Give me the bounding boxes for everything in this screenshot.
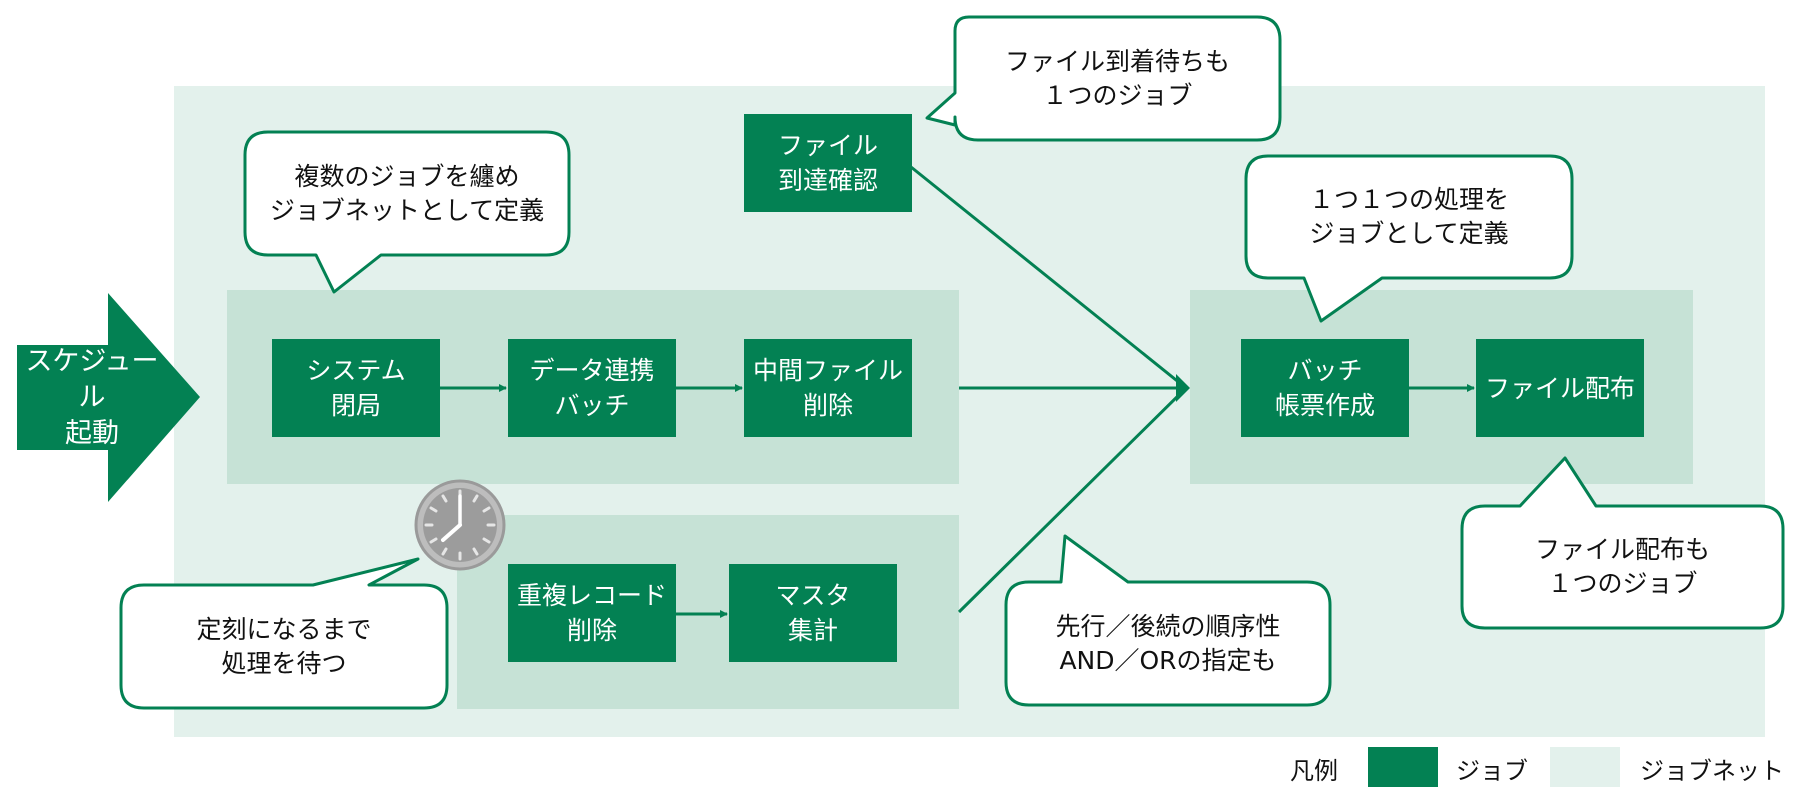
callout-order: 先行／後続の順序性 AND／ORの指定も	[1006, 582, 1330, 705]
bubble-order	[1004, 534, 1332, 707]
callout-file-arrival-wait: ファイル到着待ちも １つのジョブ	[955, 17, 1280, 140]
callout-wait-time-line-2: 処理を待つ	[221, 648, 347, 678]
job-file-distribution[interactable]: ファイル配布	[1476, 339, 1644, 437]
job-batch-report-line-2: 帳票作成	[1274, 391, 1375, 420]
callout-jobnet-define-line-1: 複数のジョブを纏め	[294, 161, 520, 191]
schedule-start-label: スケジュール 起動	[17, 346, 167, 449]
legend-job-swatch	[1368, 747, 1438, 787]
callout-file-dist-job-line-1: ファイル配布も	[1534, 535, 1710, 564]
legend-title: 凡例	[1290, 756, 1338, 785]
job-system-close[interactable]: システム 閉局	[272, 339, 440, 437]
job-data-batch-line-2: バッチ	[554, 391, 630, 420]
callout-jobnet-define-line-2: ジョブネットとして定義	[269, 195, 545, 225]
legend-jobnet-swatch	[1550, 747, 1620, 787]
job-master-total-line-1: マスタ	[775, 581, 851, 610]
callout-file-arrival-wait-line-1: ファイル到着待ちも	[1004, 46, 1230, 76]
callout-file-dist-job-line-2: １つのジョブ	[1547, 569, 1698, 598]
bubble-each-job	[1244, 154, 1574, 323]
line-scheduled-net	[957, 386, 1188, 614]
callout-order-line-2: AND／ORの指定も	[1059, 645, 1277, 675]
start-arrow-shape	[17, 293, 200, 502]
job-file-arrival-line-1: ファイル	[777, 131, 878, 160]
job-master-total[interactable]: マスタ 集計	[729, 564, 897, 662]
job-file-distribution-line-1: ファイル配布	[1484, 373, 1635, 403]
merge-arrowhead	[1176, 374, 1190, 402]
job-mid-file-delete[interactable]: 中間ファイル 削除	[744, 339, 912, 437]
callout-each-job-line-1: １つ１つの処理を	[1308, 185, 1509, 214]
start-line-1: スケジュール	[25, 346, 159, 413]
bubble-file-arrival-wait	[925, 15, 1282, 142]
callout-file-arrival-wait-line-2: １つのジョブ	[1042, 80, 1193, 110]
bubble-wait-time	[119, 557, 449, 710]
callout-jobnet-define: 複数のジョブを纏め ジョブネットとして定義	[245, 132, 569, 255]
job-dup-record-delete[interactable]: 重複レコード 削除	[508, 564, 676, 662]
callout-wait-time: 定刻になるまで 処理を待つ	[121, 585, 447, 708]
callout-wait-time-line-1: 定刻になるまで	[196, 614, 372, 644]
callout-order-line-1: 先行／後続の順序性	[1055, 611, 1281, 641]
job-system-close-line-1: システム	[306, 356, 406, 385]
clock-icon	[414, 479, 506, 571]
job-dup-record-delete-line-1: 重複レコード	[516, 581, 667, 610]
legend-job-label: ジョブ	[1456, 756, 1528, 785]
line-file-arrival	[910, 165, 1187, 390]
start-line-2: 起動	[65, 418, 119, 449]
callout-each-job: １つ１つの処理を ジョブとして定義	[1246, 156, 1572, 278]
job-system-close-line-2: 閉局	[330, 391, 381, 420]
job-batch-report[interactable]: バッチ 帳票作成	[1241, 339, 1409, 437]
job-file-arrival-line-2: 到達確認	[777, 166, 878, 195]
job-dup-record-delete-line-2: 削除	[566, 616, 617, 645]
bubble-file-dist-job	[1460, 456, 1785, 630]
job-batch-report-line-1: バッチ	[1287, 356, 1363, 385]
job-data-batch[interactable]: データ連携 バッチ	[508, 339, 676, 437]
callout-file-dist-job: ファイル配布も １つのジョブ	[1462, 506, 1783, 628]
job-data-batch-line-1: データ連携	[529, 356, 655, 385]
job-mid-file-delete-line-2: 削除	[802, 391, 853, 420]
job-file-arrival[interactable]: ファイル 到達確認	[744, 114, 912, 212]
bubble-jobnet-define	[243, 130, 571, 294]
legend-jobnet-label: ジョブネット	[1640, 756, 1784, 785]
job-master-total-line-2: 集計	[787, 616, 838, 645]
callout-each-job-line-2: ジョブとして定義	[1309, 219, 1509, 248]
job-mid-file-delete-line-1: 中間ファイル	[752, 356, 903, 385]
